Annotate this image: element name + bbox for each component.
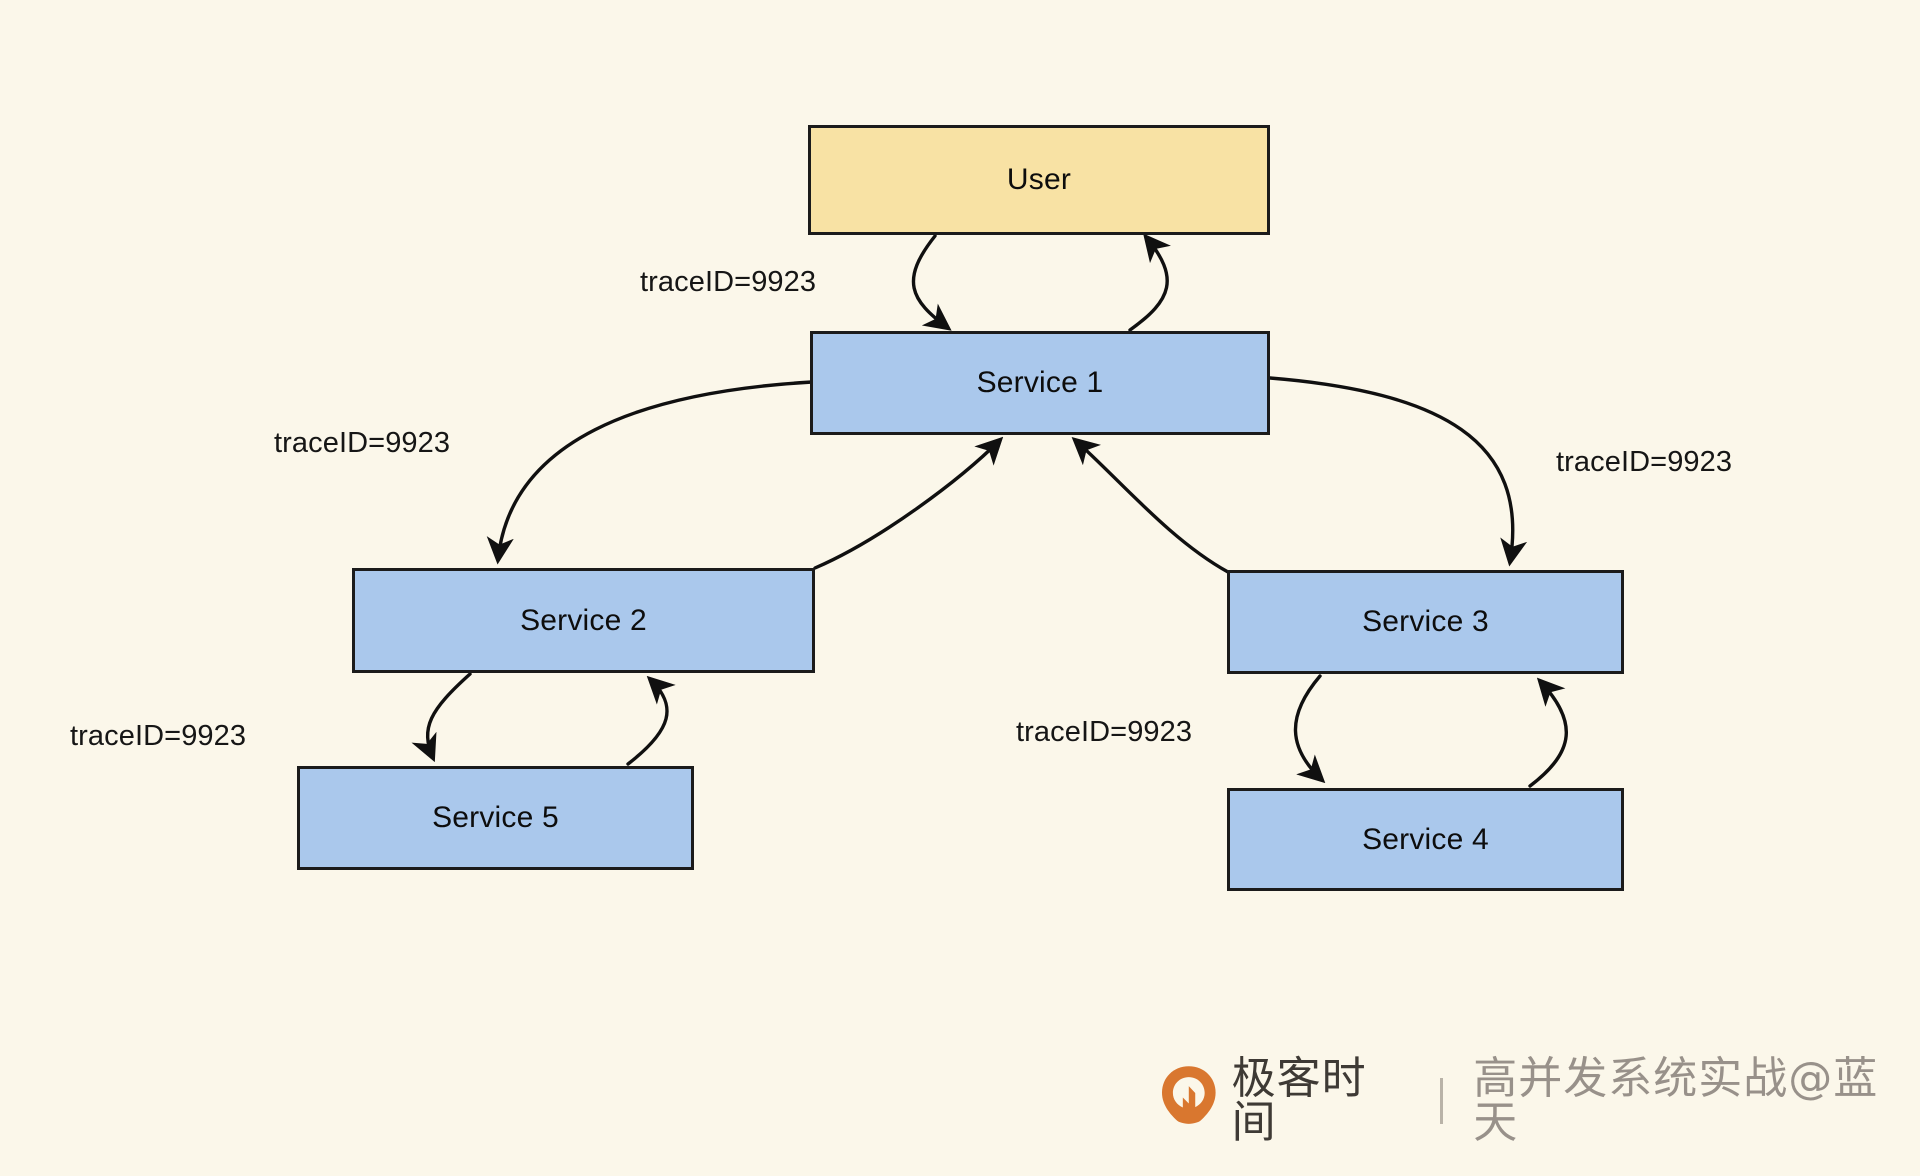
edge-service4-to-service3 [1528, 677, 1568, 788]
edge-service1-to-service2 [486, 380, 814, 565]
edge-label-service1-to-service2: traceID=9923 [274, 427, 451, 459]
watermark: 极客时间 高并发系统实战@蓝天 [1160, 1053, 1920, 1148]
edge-service1-to-service3 [1268, 376, 1528, 567]
node-service-4-label: Service 4 [1362, 822, 1489, 856]
edge-user-to-service1 [911, 234, 952, 331]
node-service-5-label: Service 5 [432, 801, 559, 834]
edge-label-service3-to-service4: traceID=9923 [1016, 716, 1193, 748]
edge-service2-to-service5 [411, 672, 472, 763]
edge-label-service1-to-service3: traceID=9923 [1556, 446, 1733, 478]
node-service-2-label: Service 2 [520, 603, 647, 637]
edge-service1-to-user [1128, 233, 1171, 332]
watermark-subtitle: 高并发系统实战@蓝天 [1473, 1053, 1879, 1148]
edge-service2-to-service1 [813, 436, 1004, 570]
geekbang-pin-logo-icon [1161, 1066, 1216, 1136]
node-service-1[interactable]: Service 1 [810, 331, 1270, 435]
node-service-3-label: Service 3 [1362, 605, 1489, 638]
watermark-separator [1440, 1078, 1444, 1124]
edge-service5-to-service2 [626, 675, 676, 766]
node-service-2[interactable]: Service 2 [352, 568, 815, 673]
node-service-3[interactable]: Service 3 [1227, 570, 1624, 674]
watermark-brand: 极客时间 [1231, 1053, 1367, 1148]
node-service-1-label: Service 1 [976, 366, 1104, 399]
node-service-4[interactable]: Service 4 [1227, 788, 1624, 891]
node-service-5[interactable]: Service 5 [297, 766, 694, 870]
edge-label-service2-to-service5: traceID=9923 [70, 720, 247, 752]
edge-service3-to-service1 [1071, 436, 1230, 574]
node-user-label: User [1006, 163, 1072, 196]
edge-label-user-to-service1: traceID=9923 [640, 266, 817, 298]
edge-service3-to-service4 [1293, 674, 1326, 784]
node-user[interactable]: User [808, 125, 1270, 235]
